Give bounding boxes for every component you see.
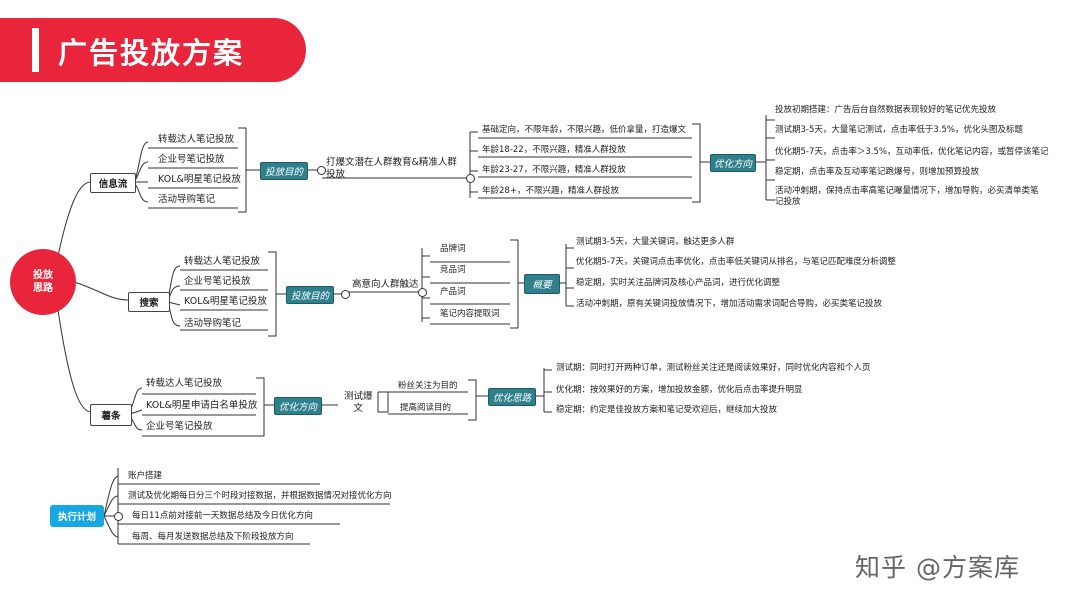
title-banner <box>0 18 306 82</box>
execution-item: 每周、每月发送数据总结及下阶段投放方向 <box>132 532 294 542</box>
feed-optimize-tag-label: 优化方向 <box>713 159 752 170</box>
feed-item: 转载达人笔记投放 <box>158 134 235 145</box>
shutiao-item: KOL&明星申请白名单投放 <box>146 400 258 411</box>
search-summary-item: 活动冲刺期，原有关键词投放情况下，增加活动需求词配合导购，必买类笔记投放 <box>576 299 883 309</box>
shutiao-optimize-tag: 优化方向 <box>274 397 322 415</box>
feed-item: 企业号笔记投放 <box>158 154 225 165</box>
search-summary-tag: 概要 <box>524 274 560 294</box>
search-item: 企业号笔记投放 <box>184 276 251 287</box>
search-keyword: 品牌词 <box>440 244 466 254</box>
root-label: 投放 思路 <box>33 270 53 294</box>
collapse-dot[interactable] <box>114 512 123 521</box>
feed-optimize-item: 稳定期，点击率及互动率笔记跑爆号，则增加预算投放 <box>775 167 980 177</box>
feed-targeting-item: 年龄23-27，不限兴趣，精准人群投放 <box>482 165 626 175</box>
feed-purpose-text: 打爆文潜在人群教育&精准人群 投放 <box>326 157 457 180</box>
shutiao-idea: 稳定期：约定是佳投放方案和笔记受欢迎后，继续加大投放 <box>556 405 778 415</box>
search-keyword: 产品词 <box>440 287 466 297</box>
branch-feed: 信息流 <box>90 173 136 193</box>
shutiao-test-text: 测试爆 文 <box>344 391 373 414</box>
branch-search-label: 搜索 <box>139 298 159 309</box>
search-summary-tag-label: 概要 <box>532 280 552 291</box>
feed-optimize-header: 投放初期搭建：广告后台自然数据表现较好的笔记优先投放 <box>775 105 997 115</box>
execution-plan-node: 执行计划 <box>50 505 104 527</box>
branch-shutiao: 薯条 <box>90 404 132 426</box>
feed-item: KOL&明星笔记投放 <box>158 174 241 185</box>
collapse-dot[interactable] <box>466 174 475 183</box>
search-purpose-tag-label: 投放目的 <box>290 291 329 302</box>
watermark: 知乎 @方案库 <box>855 553 1020 582</box>
execution-plan-label: 执行计划 <box>57 512 96 523</box>
search-keyword: 笔记内容提取词 <box>440 309 500 319</box>
collapse-dot[interactable] <box>341 290 350 299</box>
feed-targeting-item: 年龄18-22，不限兴趣，精准人群投放 <box>482 145 626 155</box>
search-summary-item: 测试期3-5天，大量关键词，触达更多人群 <box>576 237 735 247</box>
shutiao-optimize-tag-label: 优化方向 <box>278 402 317 413</box>
search-item: 活动导购笔记 <box>184 318 242 329</box>
search-item: KOL&明星笔记投放 <box>184 296 267 307</box>
title-accent-bar <box>32 28 39 72</box>
search-purpose-tag: 投放目的 <box>286 286 334 304</box>
search-keyword: 竞品词 <box>440 265 466 275</box>
feed-optimize-item: 测试期3-5天，大量笔记测试，点击率低于3.5%，优化头图及标题 <box>775 125 1023 135</box>
branch-shutiao-label: 薯条 <box>101 411 121 422</box>
execution-item: 测试及优化期每日分三个时段对接数据，并根据数据情况对接优化方向 <box>128 491 392 501</box>
search-purpose-text: 高意向人群触达 <box>352 279 419 290</box>
shutiao-goal: 提高阅读目的 <box>400 403 452 413</box>
shutiao-idea: 优化期：按效果好的方案，增加投放金额，优化后点击率提升明显 <box>556 385 803 395</box>
root-node-delivery-approach: 投放 思路 <box>10 249 76 315</box>
shutiao-goal: 粉丝关注为目的 <box>398 381 458 391</box>
collapse-dot[interactable] <box>317 166 326 175</box>
feed-targeting-item: 年龄28+，不限兴趣，精准人群投放 <box>482 186 619 196</box>
feed-targeting-item: 基础定向，不限年龄，不限兴趣，低价拿量，打造爆文 <box>482 125 687 135</box>
search-summary-item: 优化期5-7天，关键词点击率优化，点击率低关键词从排名，与笔记匹配难度分析调整 <box>576 257 896 267</box>
feed-optimize-tag: 优化方向 <box>710 154 756 172</box>
page-title: 广告投放方案 <box>58 36 245 70</box>
shutiao-idea: 测试期：同时打开两种订单，测试粉丝关注还是阅读效果好，同时优化内容和个人页 <box>556 363 871 373</box>
feed-optimize-item: 活动冲刺期，保持点击率高笔记曝量情况下，增加导购，必买清单类笔 记投放 <box>775 186 1039 207</box>
feed-item: 活动导购笔记 <box>158 194 216 205</box>
execution-item: 账户搭建 <box>128 471 163 481</box>
feed-optimize-item: 优化期5-7天，点击率＞3.5%，互动率低，优化笔记内容，或暂停该笔记 <box>775 147 1049 157</box>
shutiao-ideas-tag-label: 优化思路 <box>492 393 531 404</box>
collapse-dot[interactable] <box>418 288 427 297</box>
branch-search: 搜索 <box>128 292 170 312</box>
shutiao-ideas-tag: 优化思路 <box>488 388 536 406</box>
feed-purpose-tag-label: 投放目的 <box>264 167 303 178</box>
shutiao-item: 转载达人笔记投放 <box>146 378 223 389</box>
search-item: 转载达人笔记投放 <box>184 256 261 267</box>
shutiao-item: 企业号笔记投放 <box>146 421 213 432</box>
feed-purpose-tag: 投放目的 <box>260 162 308 180</box>
execution-item: 每日11点前对接前一天数据总结及今日优化方向 <box>132 511 313 521</box>
search-summary-item: 稳定期，实时关注品牌词及核心产品词，进行优化调整 <box>576 278 781 288</box>
branch-feed-label: 信息流 <box>98 179 128 190</box>
